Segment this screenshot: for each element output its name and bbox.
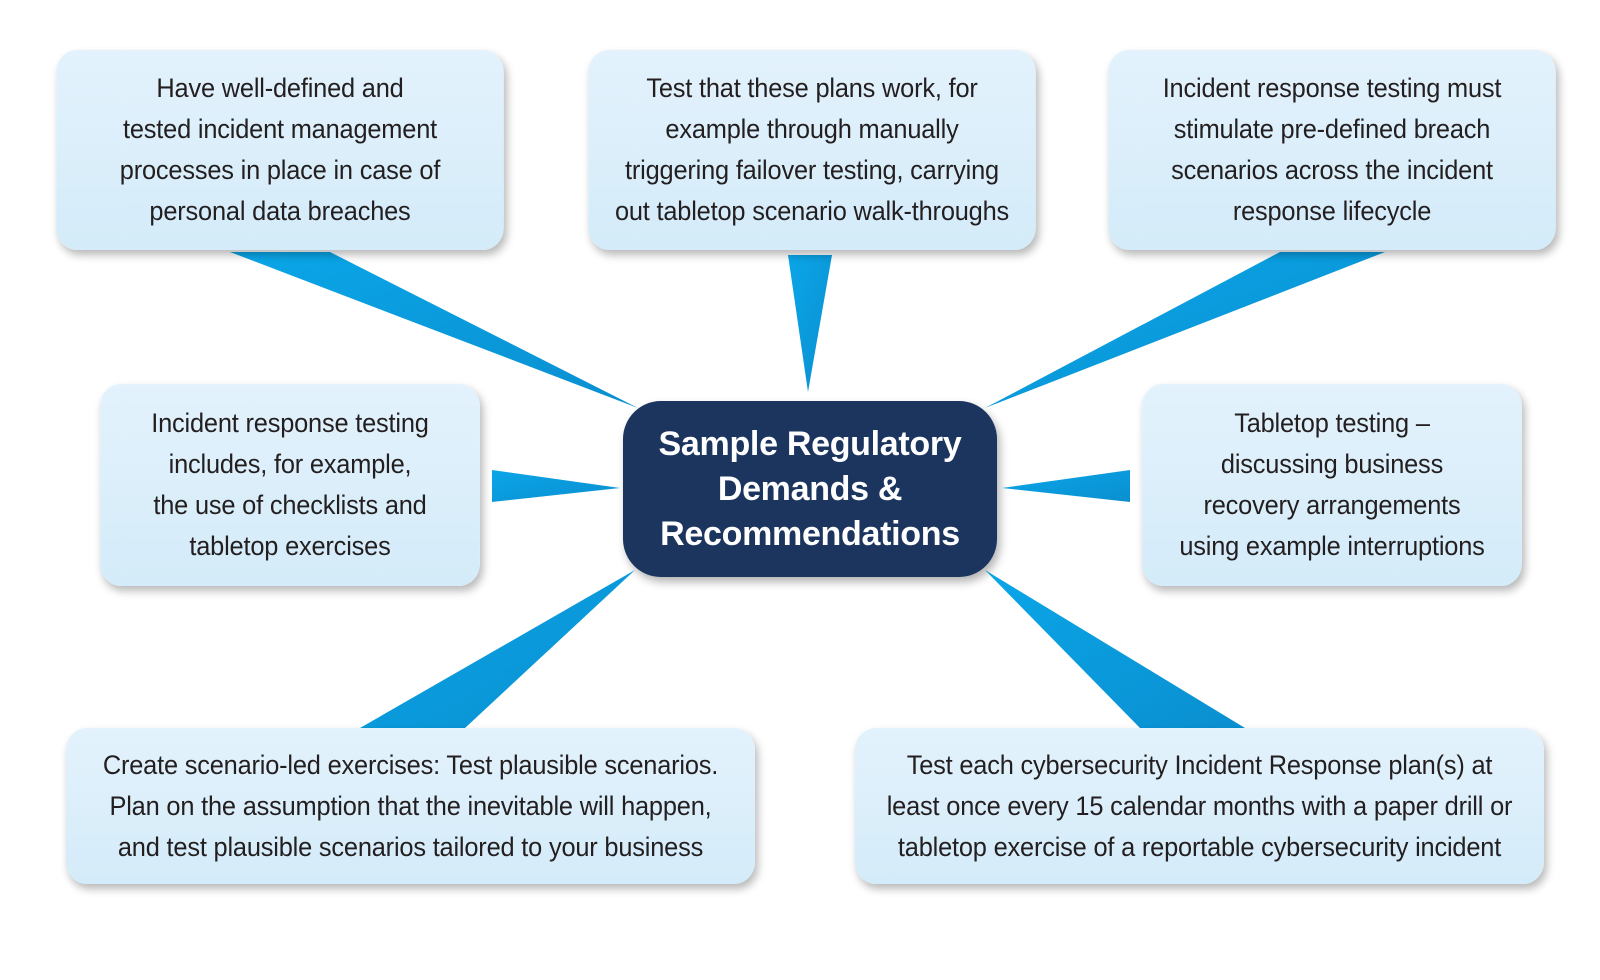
connector-top-center [788,255,832,392]
node-bottom-left: Create scenario-led exercises: Test plau… [65,728,756,884]
node-top-left: Have well-defined and tested incident ma… [56,50,504,250]
connector-bottom-right [985,570,1245,728]
connector-top-left [230,252,638,408]
node-mid-left: Incident response testing includes, for … [100,384,480,586]
connector-top-right [985,252,1385,408]
node-bottom-right: Test each cybersecurity Incident Respons… [854,728,1545,884]
connector-bottom-left [360,570,635,728]
node-mid-right: Tabletop testing – discussing business r… [1142,384,1522,586]
center-hub: Sample Regulatory Demands & Recommendati… [623,401,997,577]
node-top-center: Test that these plans work, for example … [588,50,1036,250]
connector-mid-left [492,470,620,502]
connector-mid-right [1002,470,1130,502]
node-top-right: Incident response testing must stimulate… [1108,50,1556,250]
